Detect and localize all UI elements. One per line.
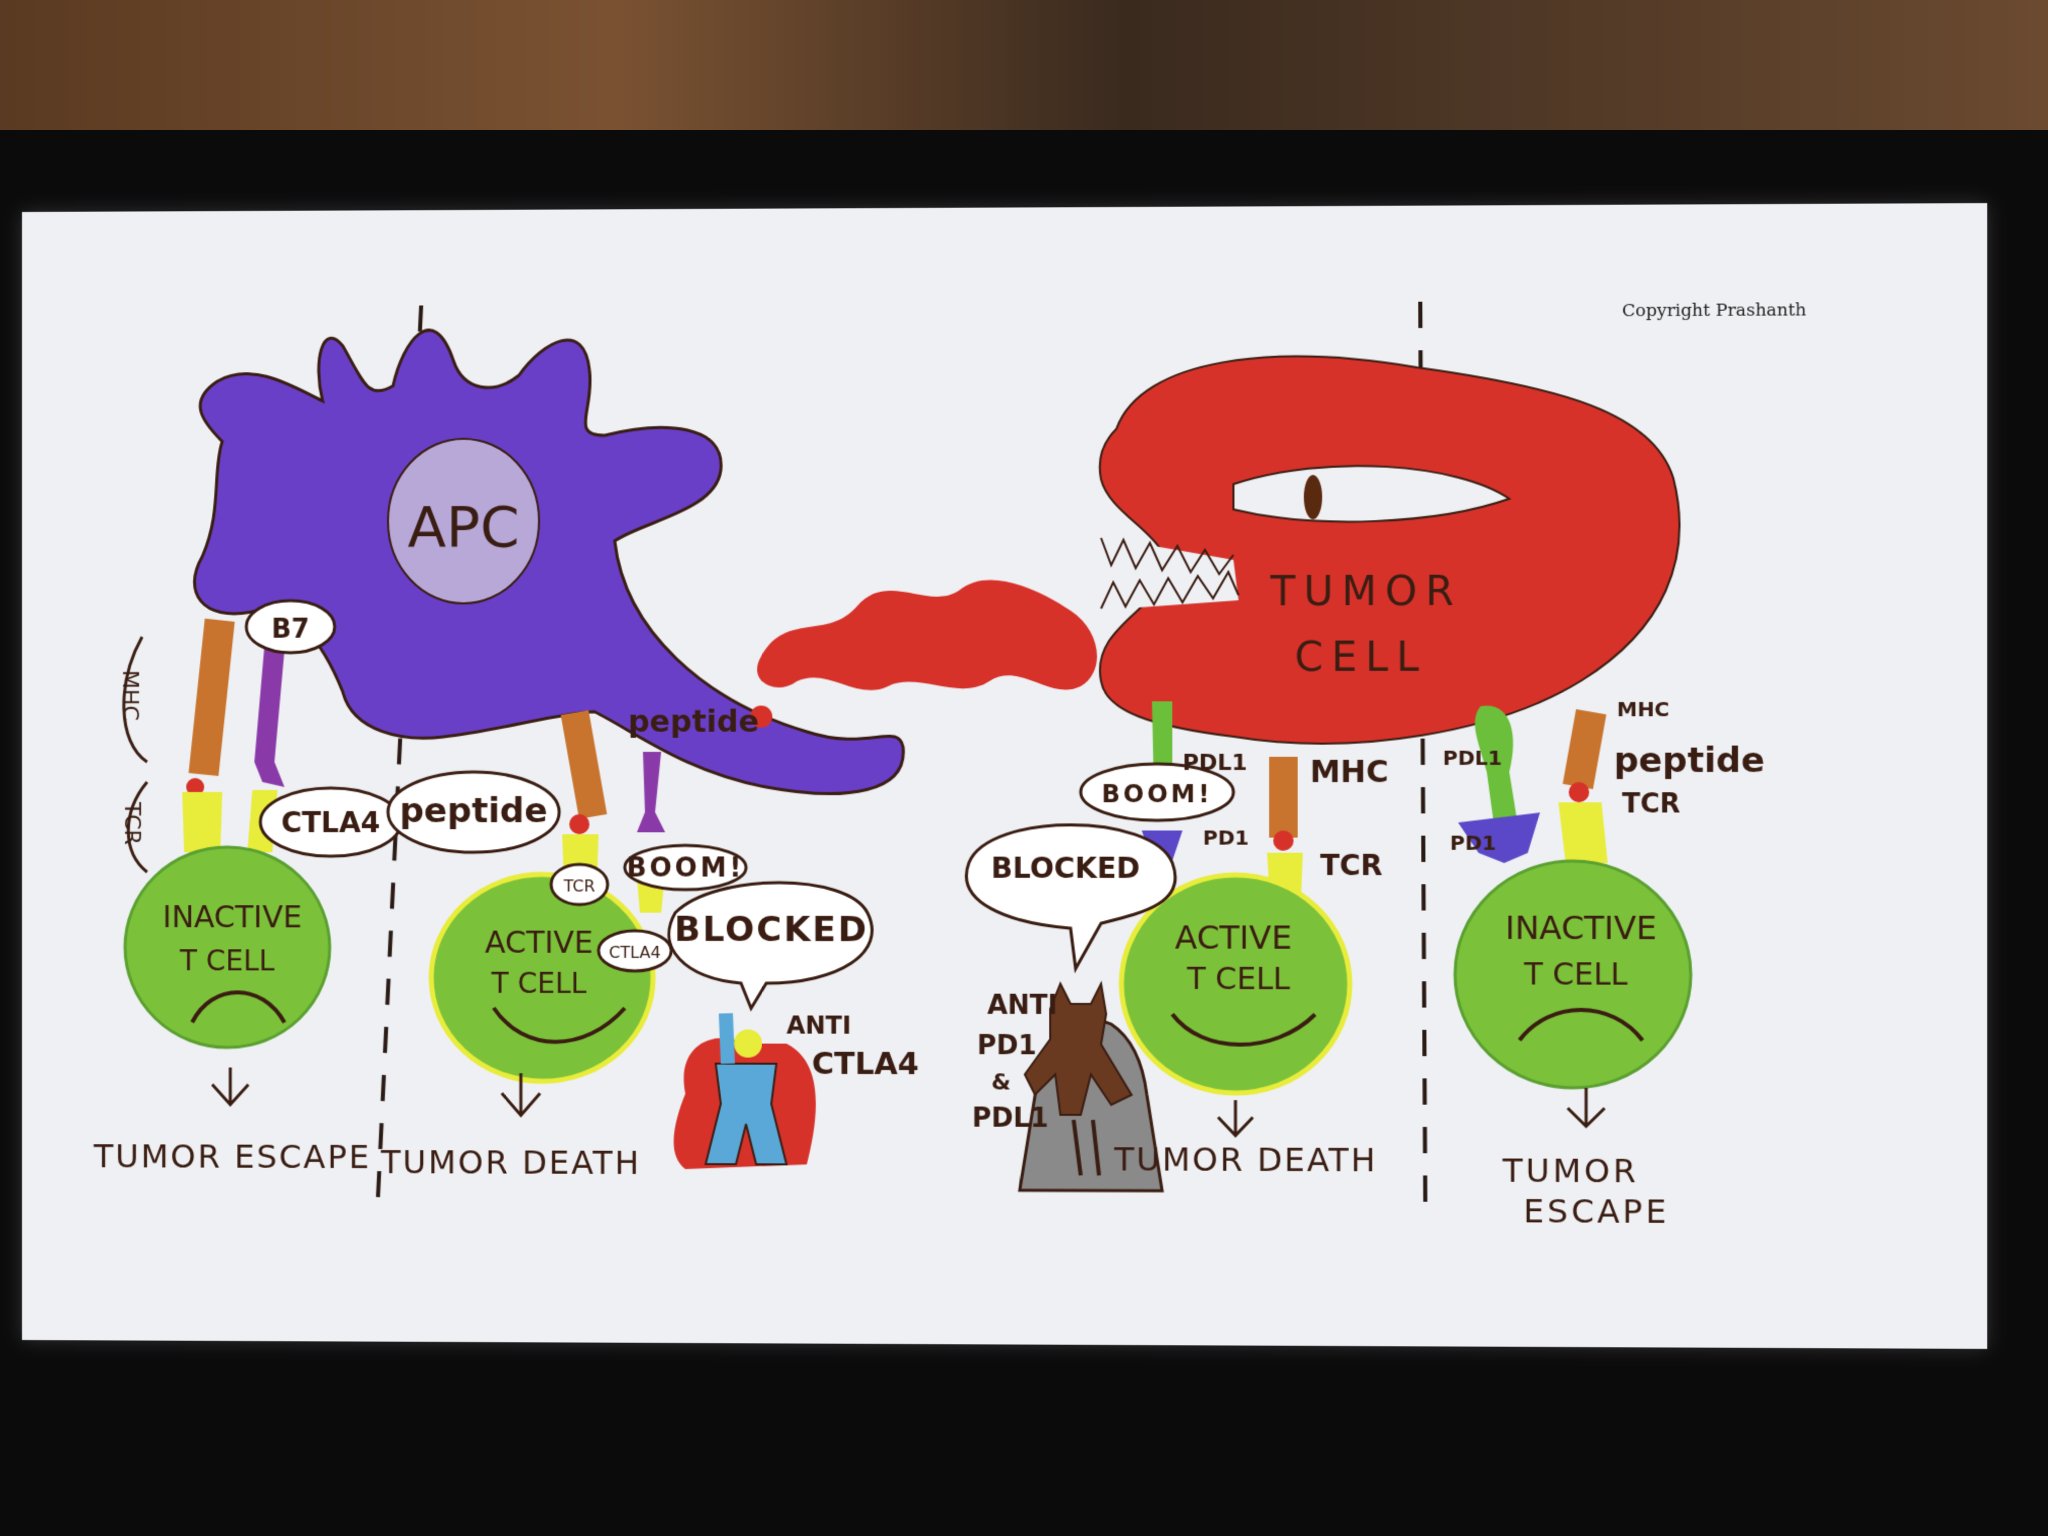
peptide-mid — [1273, 830, 1294, 851]
apc-nucleus — [388, 439, 539, 604]
outcome-1: TUMOR ESCAPE — [93, 1137, 371, 1176]
b7-active — [636, 751, 666, 833]
label-anti-pd1-2: PD1 — [977, 1031, 1037, 1061]
bubble-blocked-left — [669, 883, 872, 1009]
label-anti-ctla4-1: ANTI — [787, 1011, 852, 1039]
mhc-stalk-right — [1562, 709, 1607, 790]
label-ctla4-left: CTLA4 — [281, 806, 380, 839]
tumor-cell: TUMOR CELL — [750, 355, 1679, 744]
tcell-inactive-left: INACTIVE T CELL — [125, 847, 330, 1048]
bubble-b7 — [246, 601, 334, 653]
tumor-label-2: CELL — [1295, 634, 1428, 681]
label-boom-right: BOOM! — [1102, 780, 1213, 808]
label-tcr-mid: TCR — [1320, 849, 1382, 882]
label-pdl1-right: PDL1 — [1443, 746, 1502, 770]
peptide-right-dot — [1568, 782, 1590, 803]
tumor-tongue — [757, 579, 1098, 691]
label-blocked-left: BLOCKED — [674, 910, 868, 950]
tcell-label-2: T CELL — [1523, 957, 1628, 993]
label-tcr-active: TCR — [563, 876, 595, 895]
label-pd1-mid: PD1 — [1203, 825, 1249, 849]
outcome-2: TUMOR DEATH — [380, 1143, 641, 1182]
bubble-boom-left — [625, 845, 746, 889]
raised-arm-icon — [726, 1013, 728, 1063]
superman-figure — [673, 1013, 816, 1170]
tcell-label-1: ACTIVE — [485, 926, 593, 961]
bracket-tcr — [126, 780, 149, 873]
body-icon — [706, 1064, 787, 1165]
label-mhc-right: MHC — [1617, 697, 1670, 721]
pd1-mid — [1141, 830, 1183, 861]
tcell-active-left: ACTIVE T CELL — [431, 874, 653, 1081]
label-ctla4-active: CTLA4 — [609, 943, 661, 962]
mhc-stalk-mid — [1269, 756, 1298, 838]
b7-stalk — [254, 611, 288, 788]
tcell-inactive-right: INACTIVE T CELL — [1455, 861, 1691, 1088]
immunotherapy-diagram: Copyright Prashanth APC TUMOR CELL — [93, 203, 1806, 1231]
tumor-pupil — [1303, 474, 1323, 520]
tcell-label-1: INACTIVE — [163, 900, 302, 935]
tumor-body — [1100, 355, 1680, 743]
bubble-blocked-right — [966, 825, 1175, 969]
ceiling — [0, 0, 2048, 130]
apc-body — [195, 328, 904, 793]
copyright-text: Copyright Prashanth — [1622, 300, 1806, 321]
mhc-stalk-active — [560, 710, 607, 819]
bracket-mhc — [122, 635, 148, 763]
apc-cell: APC — [195, 328, 904, 793]
outcome-4-line1: TUMOR — [1502, 1151, 1639, 1190]
tcell-label-1: ACTIVE — [1175, 918, 1292, 957]
mhc-stalk-left — [188, 618, 235, 777]
arrow-down-icon — [212, 1067, 248, 1104]
label-anti-ctla4-2: CTLA4 — [812, 1047, 919, 1082]
label-pdl1-mid: PDL1 — [1182, 751, 1247, 776]
tcell-active-right: ACTIVE T CELL — [1121, 875, 1349, 1093]
tumor-label-1: TUMOR — [1269, 569, 1462, 616]
label-tcr-right: TCR — [1622, 789, 1680, 819]
label-anti-pd1-3: & — [991, 1070, 1010, 1095]
bubble-boom-right — [1081, 764, 1234, 821]
bubble-ctla4-active — [599, 931, 672, 971]
tumor-eye — [1233, 466, 1509, 522]
tcr-left — [182, 792, 223, 853]
batman-figure — [1020, 984, 1162, 1191]
peptide-drop — [750, 705, 773, 728]
bubble-peptide — [388, 772, 559, 852]
label-mhc-mid: MHC — [1310, 755, 1389, 790]
arrow-down-icon — [1218, 1100, 1253, 1135]
tcell-label-1: INACTIVE — [1505, 909, 1657, 948]
label-mhc-left: MHC — [118, 670, 143, 721]
apc-label: APC — [408, 495, 520, 560]
tcr-right — [1558, 802, 1608, 864]
tcell-label-2: T CELL — [1186, 962, 1290, 998]
tcell-label-2: T CELL — [179, 944, 275, 977]
label-b7: B7 — [271, 615, 309, 645]
pd1-right — [1458, 812, 1541, 864]
projection-screen: Copyright Prashanth APC TUMOR CELL — [22, 203, 1988, 1349]
label-peptide-apc: peptide — [628, 705, 759, 740]
label-peptide-bubble: peptide — [400, 791, 548, 831]
peptide-left — [186, 778, 205, 797]
label-boom-left: BOOM! — [626, 853, 744, 883]
label-blocked-right: BLOCKED — [991, 852, 1140, 885]
label-anti-pd1-1: ANTI — [987, 991, 1057, 1021]
tcell-body — [125, 847, 330, 1048]
label-tcr-left: TCR — [120, 801, 145, 845]
tcell-label-2: T CELL — [490, 967, 587, 1000]
tcell-body — [431, 874, 653, 1081]
tcell-body — [1455, 861, 1691, 1088]
bubble-ctla4-left — [260, 788, 401, 856]
outcome-4-line2: ESCAPE — [1524, 1192, 1670, 1231]
label-anti-pd1-4: PDL1 — [972, 1103, 1048, 1133]
label-pd1-right: PD1 — [1450, 831, 1496, 855]
bubble-tcr-active — [551, 864, 607, 904]
tcell-body — [1121, 875, 1349, 1093]
peptide-active — [569, 814, 590, 835]
outcome-3: TUMOR DEATH — [1113, 1140, 1377, 1179]
head-icon — [733, 1029, 763, 1058]
arrow-down-icon — [1568, 1088, 1605, 1127]
label-peptide-right: peptide — [1614, 741, 1765, 782]
